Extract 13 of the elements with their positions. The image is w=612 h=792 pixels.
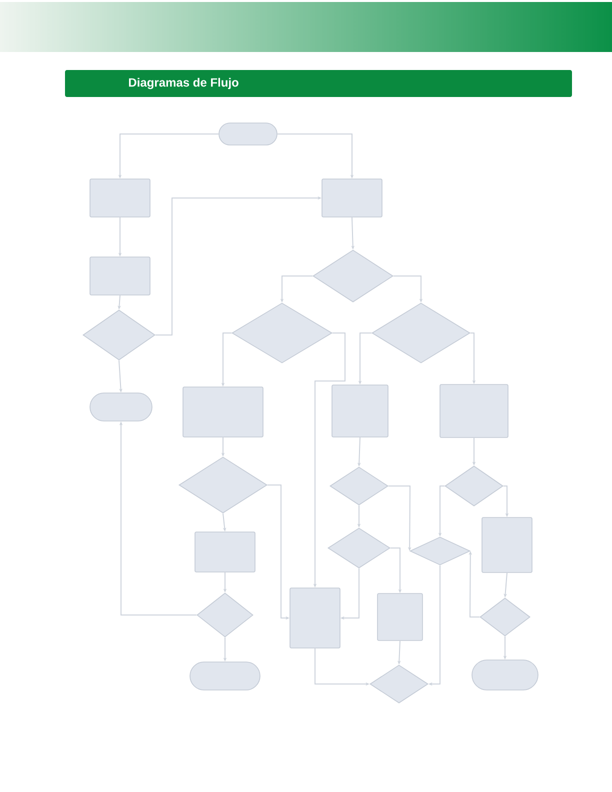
process-box bbox=[440, 384, 508, 438]
process-box bbox=[90, 256, 150, 296]
process-box bbox=[482, 517, 532, 573]
process-box bbox=[290, 588, 340, 648]
decision-diamond bbox=[480, 598, 530, 636]
process-box bbox=[322, 178, 382, 218]
process-box bbox=[332, 384, 388, 438]
process-box bbox=[194, 532, 256, 572]
decision-diamond bbox=[196, 592, 254, 638]
process-box bbox=[182, 386, 264, 438]
section-heading: Diagramas de Flujo bbox=[65, 70, 572, 97]
process-box bbox=[377, 593, 423, 641]
process-box bbox=[90, 178, 150, 218]
